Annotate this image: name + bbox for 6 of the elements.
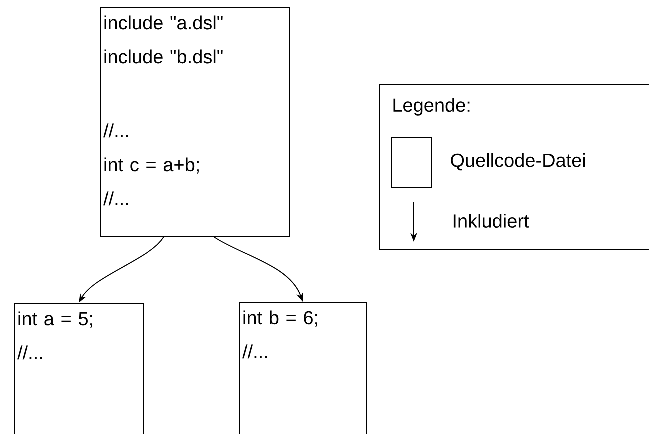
code-file-box: int b = 6; //... <box>239 302 367 434</box>
legend-text: Quellcode-Datei <box>451 153 586 171</box>
legend-title: Legende: <box>394 98 470 116</box>
code-file-box: include "a.dsl" include "b.dsl" //... int c = a+b; //... <box>100 7 290 237</box>
code-file-box: int a = 5; //... <box>14 303 144 434</box>
legend-text: Inkludiert <box>454 214 530 228</box>
